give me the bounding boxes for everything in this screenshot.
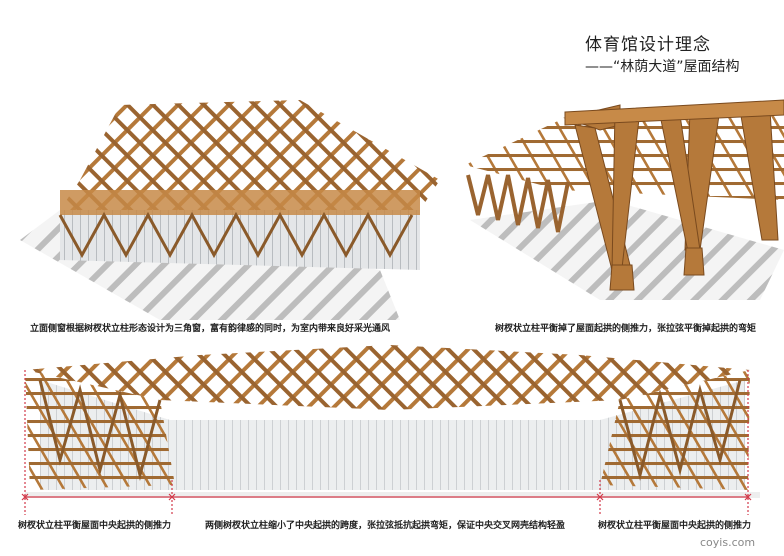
page-subtitle: ——“林荫大道”屋面结构	[585, 59, 740, 75]
left-top-render	[20, 100, 440, 320]
truss-web	[466, 174, 570, 233]
column-branches	[38, 379, 742, 481]
caption-bottom-left: 树杈状立柱平衡屋面中央起拱的侧推力	[18, 521, 172, 531]
triangular-windows	[58, 211, 414, 259]
roof-edge-beam	[60, 190, 420, 215]
roof-lattice	[25, 345, 750, 410]
interior-glass	[40, 380, 745, 490]
dimension-line	[21, 370, 752, 515]
caption-left-top: 立面侧窗根据树杈状立柱形态设计为三角窗，富有韵律感的同时，为室内带来良好采光通风	[30, 324, 391, 334]
bottom-section-render	[25, 345, 760, 498]
caption-right-top: 树杈状立柱平衡掉了屋面起拱的侧推力，张拉弦平衡掉起拱的弯矩	[495, 324, 757, 334]
right-top-render	[465, 99, 784, 300]
roof-lattice	[60, 100, 440, 210]
caption-bottom-center: 两侧树杈状立柱缩小了中央起拱的跨度，张拉弦抵抗起拱弯矩，保证中央交叉网壳结构轻盈	[205, 521, 566, 531]
caption-bottom-right: 树杈状立柱平衡屋面中央起拱的侧推力	[598, 521, 752, 531]
watermark: coyis.com	[700, 536, 756, 549]
tree-columns	[563, 99, 784, 291]
page-title: 体育馆设计理念	[585, 35, 711, 55]
ground-shadow	[470, 200, 784, 300]
